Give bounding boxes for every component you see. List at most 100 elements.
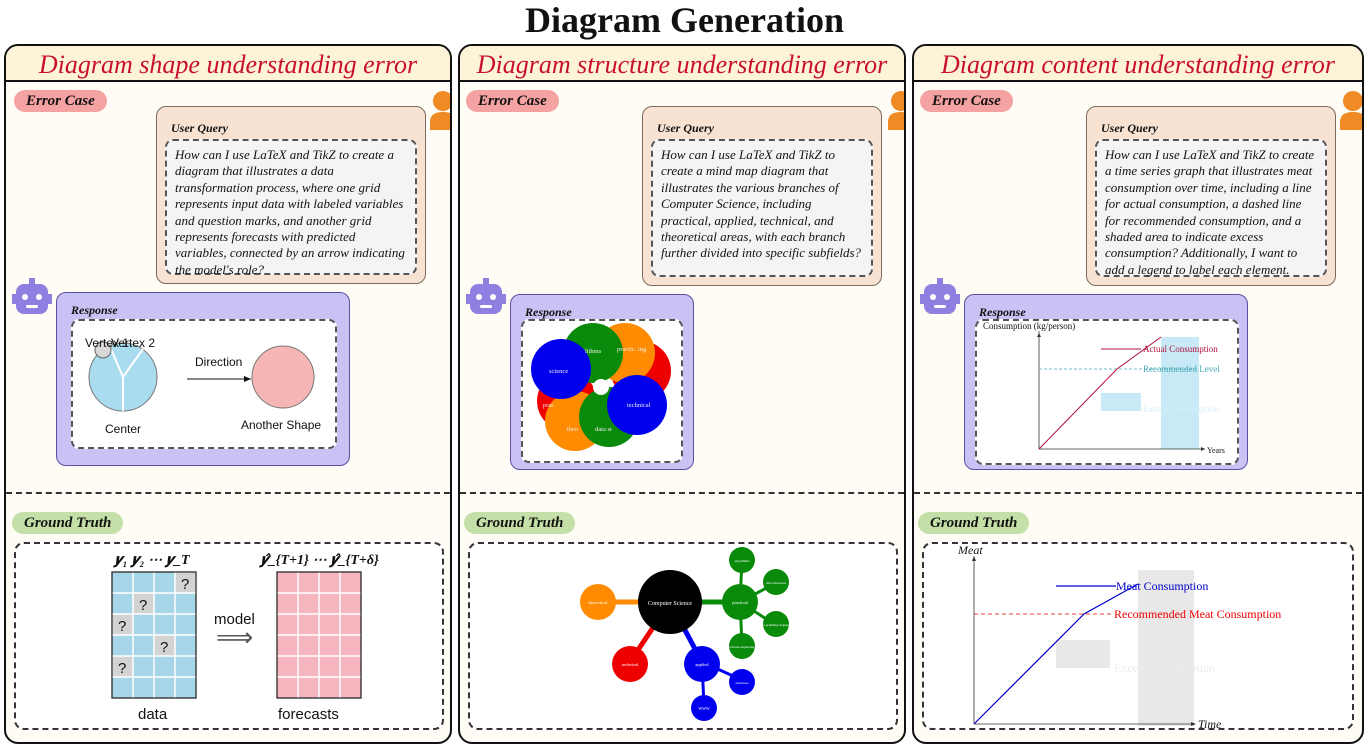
actual-legend: Actual Consumption <box>1143 344 1218 354</box>
algorithms-label: algorithms <box>735 559 751 563</box>
excess-area <box>1056 640 1110 668</box>
excess-area <box>1101 393 1141 411</box>
actual-line <box>1038 336 1162 450</box>
model-label: model <box>214 611 255 628</box>
response-box: Response Vertex 1 Vertex 2 Direction Cen… <box>56 292 350 466</box>
error-case-tag: Error Case <box>466 90 559 112</box>
forecast-header: 𝒚̂_{T+1} ⋯ 𝒚̂_{T+δ} <box>258 553 379 568</box>
center-label: Computer Science <box>648 601 692 607</box>
bot-icon <box>466 278 506 314</box>
section-divider <box>914 492 1362 494</box>
panel-content-error: Diagram content understanding error Erro… <box>912 44 1364 744</box>
query-text: How can I use LaTeX and TikZ to create a… <box>165 139 417 277</box>
ground-truth-tag: Ground Truth <box>12 512 124 534</box>
shape-diagram: Vertex 1 Vertex 2 Direction Center Anoth… <box>85 336 321 436</box>
panel-header: Diagram shape understanding error <box>6 46 450 82</box>
forecast-diagram: 𝒚₁ 𝒚₂ ⋯ 𝒚_T 𝒚̂_{T+1} ⋯ 𝒚̂_{T+δ} ? ? <box>111 553 379 723</box>
node-label: technical <box>627 402 651 409</box>
overlapping-mindmap: lithms practic. ing science technical pr… <box>531 323 671 451</box>
theoretical-label: theoretical <box>589 600 609 605</box>
response-box: Response Consumption (kg/person) Years A… <box>964 294 1248 470</box>
databases-label: databases <box>735 681 749 685</box>
query-title: User Query <box>171 121 228 135</box>
ground-truth-tag: Ground Truth <box>918 512 1030 534</box>
question-mark: ? <box>118 660 126 677</box>
actual-line <box>973 583 1139 725</box>
center-node <box>638 570 702 634</box>
technical-node <box>612 646 648 682</box>
direction-label: Direction <box>195 355 242 369</box>
programming-node <box>763 611 789 637</box>
www-label: WWW <box>698 706 710 711</box>
user-icon <box>430 91 450 130</box>
section-divider <box>460 492 904 494</box>
x-axis-label: Time <box>1198 717 1222 728</box>
section-divider <box>6 492 450 494</box>
panel-header: Diagram content understanding error <box>914 46 1362 82</box>
practical-node <box>722 584 758 620</box>
node-label: theo <box>567 426 578 433</box>
node-label: science <box>549 368 568 375</box>
response-box: Response lithms practic. ing science tec… <box>510 294 694 470</box>
question-mark: ? <box>181 576 189 593</box>
computer-science-mindmap: Computer Science theoretical technical a… <box>580 547 792 721</box>
technical-label: technical <box>622 662 639 667</box>
applied-label: applied <box>695 662 709 667</box>
ground-truth-diagram: Meat Time Meat Consumption Recommended M… <box>922 542 1354 730</box>
x-axis-label: Years <box>1207 446 1225 455</box>
panel-header: Diagram structure understanding error <box>460 46 904 82</box>
practical-label: practical <box>732 600 748 605</box>
software-node <box>729 633 755 659</box>
query-text: How can I use LaTeX and TikZ to create a… <box>651 139 873 277</box>
query-text: How can I use LaTeX and TikZ to create a… <box>1095 139 1327 277</box>
user-query-box: User Query How can I use LaTeX and TikZ … <box>642 106 882 286</box>
response-title: Response <box>979 305 1026 319</box>
ground-truth-tag: Ground Truth <box>464 512 576 534</box>
user-icon <box>1340 91 1362 130</box>
center-label: Center <box>105 422 141 436</box>
theoretical-node <box>580 584 616 620</box>
another-shape-circle <box>251 345 315 409</box>
applied-node <box>684 646 720 682</box>
question-mark: ? <box>118 618 126 635</box>
vertex2-label: Vertex 2 <box>111 336 155 350</box>
data-label: data <box>138 706 168 723</box>
error-case-tag: Error Case <box>14 90 107 112</box>
question-mark: ? <box>160 639 168 656</box>
input-grid: ? ? ? ? ? <box>111 571 197 699</box>
panel-structure-error: Diagram structure understanding error Er… <box>458 44 906 744</box>
user-query-box: User Query How can I use LaTeX and TikZ … <box>156 106 426 284</box>
programming-label: pro-gramming languages <box>761 623 792 627</box>
model-arrow: ⟹ <box>216 623 253 652</box>
excess-area <box>1138 570 1194 726</box>
node-label: prac <box>543 402 554 409</box>
query-title: User Query <box>657 121 714 135</box>
actual-legend: Meat Consumption <box>1116 579 1208 593</box>
www-node <box>691 695 717 721</box>
node-label: lithms <box>585 348 602 355</box>
node-label: practic. ing <box>617 346 647 353</box>
software-label: software engineering <box>729 645 755 649</box>
panel-shape-error: Diagram shape understanding error Error … <box>4 44 452 744</box>
excess-legend: Excess Consumption <box>1143 404 1219 414</box>
ground-truth-diagram: Computer Science theoretical technical a… <box>468 542 898 730</box>
response-diagram: lithms practic. ing science technical pr… <box>521 319 683 463</box>
response-diagram: Vertex 1 Vertex 2 Direction Center Anoth… <box>71 319 337 449</box>
data-structures-node <box>763 569 789 595</box>
excess-area <box>1161 337 1199 449</box>
response-diagram: Consumption (kg/person) Years Actual Con… <box>975 319 1239 465</box>
response-chart: Consumption (kg/person) Years Actual Con… <box>983 321 1225 455</box>
bot-icon <box>920 278 960 314</box>
page-title: Diagram Generation <box>525 0 844 40</box>
y-axis-label: Consumption (kg/person) <box>983 321 1075 331</box>
ground-truth-diagram: 𝒚₁ 𝒚₂ ⋯ 𝒚_T 𝒚̂_{T+1} ⋯ 𝒚̂_{T+δ} ? ? <box>14 542 444 730</box>
error-case-tag: Error Case <box>920 90 1013 112</box>
node-label: data st <box>595 426 612 433</box>
algorithms-node <box>729 547 755 573</box>
question-mark: ? <box>139 597 147 614</box>
user-query-box: User Query How can I use LaTeX and TikZ … <box>1086 106 1336 286</box>
data-structures-label: data structures <box>766 581 787 585</box>
excess-legend: Excess Consumption <box>1114 661 1215 675</box>
vertex1-label: Vertex 1 <box>85 336 129 350</box>
input-header: 𝒚₁ 𝒚₂ ⋯ 𝒚_T <box>112 553 191 568</box>
